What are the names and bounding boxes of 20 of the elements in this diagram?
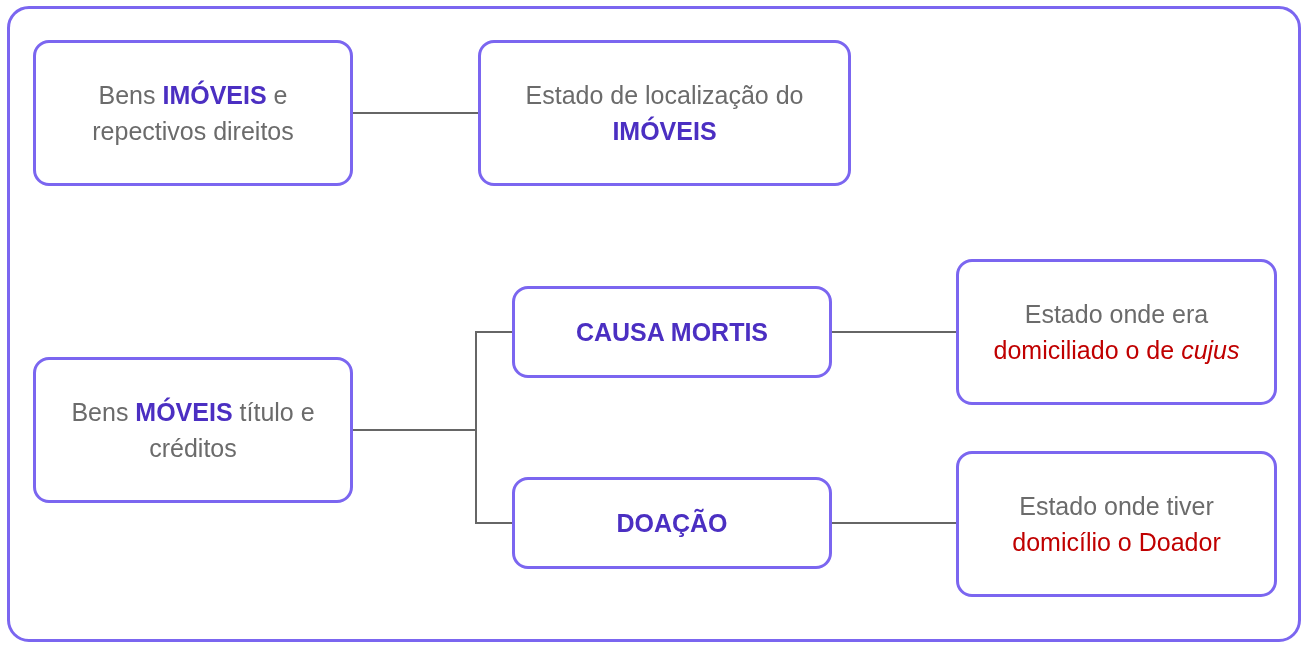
connector-line [831,522,957,524]
text-box [512,477,832,569]
box-text: Bens MÓVEIS título e créditos [70,396,316,464]
box-text: Estado de localização do IMÓVEIS [524,80,805,147]
connector-line [831,331,957,333]
highlighted-text: domicílio o Doador [1012,527,1221,558]
box-text: Bens IMÓVEIS e repectivos direitos [91,79,295,147]
connector-line [352,429,513,524]
box-text: Estado onde tiver [1019,491,1214,522]
box-text: DOAÇÃO [616,507,728,539]
box-text: Estado onde era [1024,299,1209,330]
text-box [33,40,353,186]
box-text: CAUSA MORTIS [575,317,769,348]
connector-line [352,112,479,114]
text-box [512,286,832,378]
text-box [478,40,851,186]
text-box [956,259,1277,405]
text-box [33,357,353,503]
text-box [956,451,1277,597]
highlighted-text: domiciliado o de cujus [993,335,1240,366]
